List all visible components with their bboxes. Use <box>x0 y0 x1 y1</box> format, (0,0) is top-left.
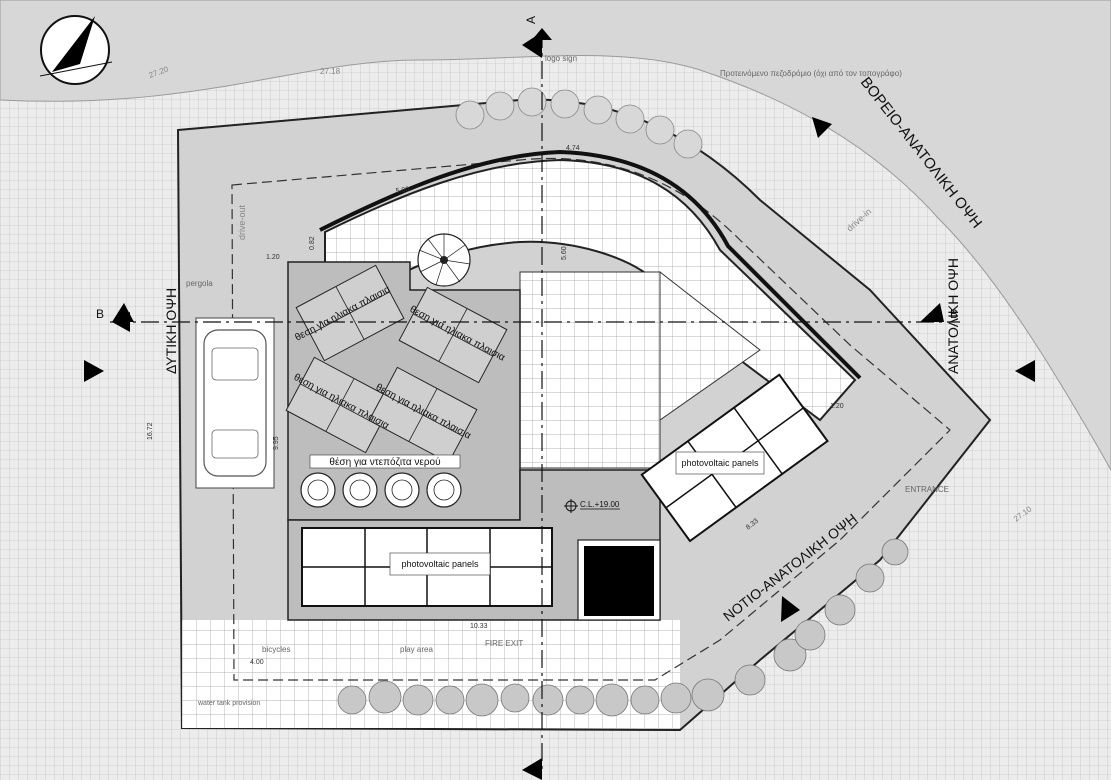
solar-panel-spot-4 <box>368 366 478 464</box>
solar-panel-spot-1 <box>295 264 405 362</box>
east-elevation-title: ΑΝΑΤΟΛΙΚΗ ΟΨΗ <box>945 258 961 374</box>
section-a-top-label: A <box>524 16 538 24</box>
logo-sign-label: logo sign <box>545 54 577 63</box>
shaft-opening <box>584 546 654 616</box>
pv-label-right: photovoltaic panels <box>681 458 759 468</box>
section-b-right-label: B <box>950 307 958 321</box>
road <box>0 0 1111 470</box>
water-tanks <box>300 472 462 508</box>
west-elevation-arrow <box>84 360 104 382</box>
section-a-bottom-marker <box>522 758 542 780</box>
section-b-left-label: B <box>96 307 104 321</box>
east-elevation-arrow <box>1015 360 1035 382</box>
spiral-stair <box>417 233 471 287</box>
north-east-elevation-arrow <box>812 117 832 138</box>
section-b-right-marker <box>920 303 944 322</box>
ceiling-level: C.L.+19.00 <box>580 500 620 509</box>
level-2718: 27.18 <box>320 67 341 76</box>
dim-500: 5.00 <box>395 186 410 195</box>
trees-bottom <box>337 538 909 717</box>
drive-out-label: drive-out <box>237 204 247 240</box>
pv-label-bottom: photovoltaic panels <box>401 559 479 569</box>
dim-120-a: 1.20 <box>266 254 280 261</box>
fire-exit-label: FIRE EXIT <box>485 639 523 648</box>
setback-line <box>231 157 951 681</box>
dim-995: 9.95 <box>273 436 280 450</box>
north-arrow-icon <box>39 15 113 85</box>
bicycles-label: bicycles <box>262 645 290 654</box>
dim-082: 0.82 <box>309 236 316 250</box>
pergola-label: pergola <box>186 279 213 288</box>
water-tanks-label: θέση για ντεπόζιτα νερού <box>329 456 440 468</box>
car <box>203 329 267 477</box>
trees-top <box>455 87 703 159</box>
dim-120-b: 1.20 <box>830 403 844 410</box>
south-east-elevation-arrow <box>781 596 800 622</box>
dim-474: 4.74 <box>566 145 580 152</box>
dim-400: 4.00 <box>250 659 264 666</box>
solar-panel-spot-2 <box>398 286 508 384</box>
roof-grid-central <box>519 271 661 469</box>
dim-1033: 10.33 <box>470 623 488 630</box>
west-elevation-title: ΔΥΤΙΚΗ ΟΨΗ <box>163 288 179 374</box>
dim-560: 5.60 <box>561 246 568 260</box>
play-area-label: play area <box>400 645 433 654</box>
dim-1672: 16.72 <box>147 422 154 440</box>
roof-terrace <box>324 158 857 422</box>
sidewalk-note: Προτεινόμενο πεζοδρόμιο (όχι από τον τοπ… <box>720 69 902 78</box>
entrance-label: ENTRANCE <box>905 485 949 494</box>
water-provision-label: water tank provision <box>197 700 260 707</box>
